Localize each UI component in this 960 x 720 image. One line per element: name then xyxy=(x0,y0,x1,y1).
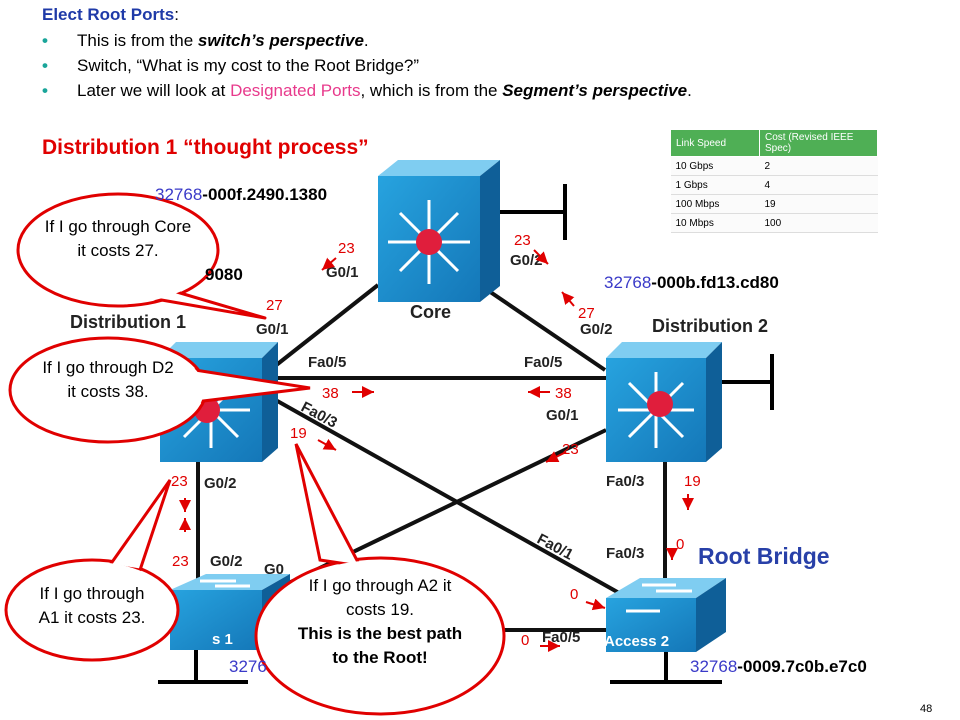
cost-a1-g02: 23 xyxy=(172,553,189,570)
cost-d2-fa03: 19 xyxy=(684,473,701,490)
access-2-label: Access 2 xyxy=(604,633,669,650)
access-2-switch[interactable] xyxy=(606,578,726,652)
header-label: Elect Root Ports xyxy=(42,5,175,24)
cost-d2-g02: 27 xyxy=(578,305,595,322)
segment-bars xyxy=(158,184,774,684)
link-core-d2 xyxy=(478,283,607,372)
dist1-mac-partial: 9080 xyxy=(205,265,243,284)
bullet-3-post: . xyxy=(687,81,692,100)
distribution-2-label: Distribution 2 xyxy=(652,316,768,336)
port-a1-g01: G0 xyxy=(264,561,284,578)
bubble-a2-line: If I go through A2 it costs 19. xyxy=(308,576,452,619)
port-d1-g01: G0/1 xyxy=(256,321,289,338)
cost-a2-fa03: 0 xyxy=(676,536,684,553)
distribution-1-label: Distribution 1 xyxy=(70,312,186,332)
section-title: Distribution 1 “thought process” xyxy=(42,136,369,159)
cell-cost: 2 xyxy=(759,156,878,176)
dist1-bridge-id: 9080 xyxy=(205,265,243,285)
dist2-mac: -000b.fd13.cd80 xyxy=(651,273,779,292)
page-number: 48 xyxy=(920,703,933,715)
cell-speed: 10 Mbps xyxy=(670,213,760,233)
port-d1-fa05: Fa0/5 xyxy=(308,354,346,371)
cost-arrows xyxy=(179,249,694,652)
cell-cost: 19 xyxy=(759,194,878,214)
port-d1-g02: G0/2 xyxy=(204,475,237,492)
distribution-2-switch[interactable] xyxy=(606,342,722,462)
cell-speed: 100 Mbps xyxy=(670,194,760,214)
port-core-g02: G0/2 xyxy=(510,252,543,269)
bullet-dot: • xyxy=(42,56,48,75)
bullet-1: • This is from the switch’s perspective. xyxy=(42,31,369,51)
core-bridge-id: 32768-000f.2490.1380 xyxy=(155,185,327,205)
cost-a2-fa05: 0 xyxy=(521,632,529,649)
bullet-2-text: Switch, “What is my cost to the Root Bri… xyxy=(77,56,420,75)
root-bridge-label: Root Bridge xyxy=(698,543,830,569)
bullet-1-emphasis: switch’s perspective xyxy=(197,31,364,50)
core-label: Core xyxy=(410,302,451,322)
port-d2-g01: G0/1 xyxy=(546,407,579,424)
cost-table-header: Link Speed Cost (Revised IEEE Spec) xyxy=(670,129,878,157)
access1-bridge-id: 3276 xyxy=(229,657,267,677)
bullet-1-post: . xyxy=(363,31,369,50)
bubble-core-text: If I go through Core it costs 27. xyxy=(44,217,192,260)
dist2-bridge-id: 32768-000b.fd13.cd80 xyxy=(604,273,779,293)
port-d2-g02: G0/2 xyxy=(580,321,613,338)
cost-d1-fa03: 19 xyxy=(290,425,307,442)
bubble-a2-text: If I go through A2 it costs 19. This is … xyxy=(296,574,464,670)
bullet-dot: • xyxy=(42,81,48,100)
bubble-a1-text: If I go through A1 it costs 23. xyxy=(38,584,146,627)
bullet-1-pre: This is from the xyxy=(77,31,198,50)
header-colon: : xyxy=(174,5,179,24)
bubble-d2-text: If I go through D2 it costs 38. xyxy=(42,358,174,401)
core-switch[interactable] xyxy=(378,160,500,302)
port-d2-fa05: Fa0/5 xyxy=(524,354,562,371)
access2-bridge-id: 32768-0009.7c0b.e7c0 xyxy=(690,657,867,677)
access2-mac: -0009.7c0b.e7c0 xyxy=(737,657,867,676)
access-1-label-fragment: s 1 xyxy=(212,631,233,648)
core-mac: -000f.2490.1380 xyxy=(202,185,328,204)
cell-cost: 100 xyxy=(759,213,878,233)
core-priority: 32768 xyxy=(155,185,203,204)
cost-d1-fa05: 38 xyxy=(322,385,339,402)
cost-a2-fa01: 0 xyxy=(570,586,578,603)
bullet-dot: • xyxy=(42,31,48,50)
bullet-2: • Switch, “What is my cost to the Root Br… xyxy=(42,56,419,76)
cost-table-header-cost: Cost (Revised IEEE Spec) xyxy=(759,129,878,157)
dist2-priority: 32768 xyxy=(604,273,652,292)
link-core-d1 xyxy=(268,283,380,372)
bullet-3-emphasis: Segment’s perspective xyxy=(502,81,688,100)
cost-d2-g01: 23 xyxy=(562,441,579,458)
cost-table-header-speed: Link Speed xyxy=(670,129,760,157)
port-a2-fa03: Fa0/3 xyxy=(606,545,644,562)
cell-cost: 4 xyxy=(759,175,878,195)
cell-speed: 10 Gbps xyxy=(670,156,760,176)
cell-speed: 1 Gbps xyxy=(670,175,760,195)
cost-d1-g02: 23 xyxy=(171,473,188,490)
bullet-3-mid: , which is from the xyxy=(360,81,503,100)
bullet-3: • Later we will look at Designated Ports,… xyxy=(42,81,692,101)
access2-priority: 32768 xyxy=(690,657,738,676)
cost-core-d1: 23 xyxy=(338,240,355,257)
link-d1-a2 xyxy=(271,396,629,600)
port-a1-g02: G0/2 xyxy=(210,553,243,570)
bullet-3-pre: Later we will look at xyxy=(77,81,231,100)
cost-table: Link Speed Cost (Revised IEEE Spec) 10 G… xyxy=(670,129,878,233)
port-d2-fa03: Fa0/3 xyxy=(606,473,644,490)
bubble-a2-bold: This is the best path to the Root! xyxy=(297,624,463,667)
access1-priority-partial: 3276 xyxy=(229,657,267,676)
port-a2-fa05: Fa0/5 xyxy=(542,629,580,646)
cost-core-d2: 23 xyxy=(514,232,531,249)
bullet-3-highlight: Designated Ports xyxy=(230,81,361,100)
port-core-g01: G0/1 xyxy=(326,264,359,281)
cost-d1-g01: 27 xyxy=(266,297,283,314)
slide-header: Elect Root Ports: xyxy=(42,5,179,25)
cost-d2-fa05: 38 xyxy=(555,385,572,402)
